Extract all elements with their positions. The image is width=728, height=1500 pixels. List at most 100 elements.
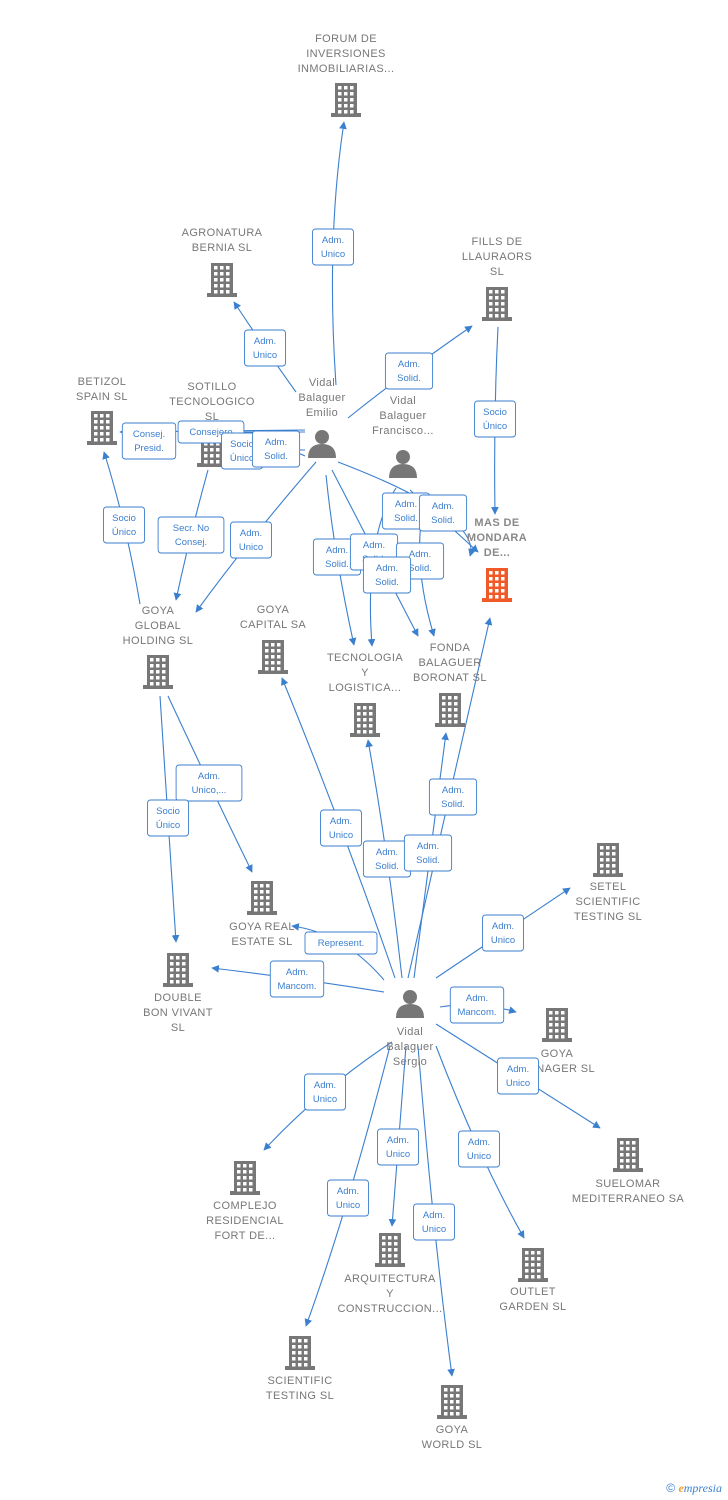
node-label-line: CAPITAL SA bbox=[240, 619, 307, 631]
node-label-line: GOYA bbox=[257, 604, 290, 616]
relation-labels-layer: Adm.UnicoAdm.UnicoAdm.Solid.SocioÚnicoCo… bbox=[103, 228, 539, 1241]
node-label-line: GOYA REAL bbox=[229, 921, 295, 933]
relation-label[interactable]: Adm.Unico,... bbox=[175, 764, 243, 802]
relation-label[interactable]: Adm.Solid. bbox=[362, 840, 412, 878]
relation-label-text: Mancom. bbox=[277, 981, 316, 992]
building-icon bbox=[285, 1336, 315, 1370]
node-label-line: Vidal bbox=[309, 377, 335, 389]
relation-label-text: Adm. bbox=[330, 816, 352, 827]
node-label-line: SETEL bbox=[590, 881, 627, 893]
relation-label-text: Adm. bbox=[376, 847, 398, 858]
node-label-line: Y bbox=[361, 667, 369, 679]
relation-label-text: Solid. bbox=[375, 577, 399, 588]
node-goya_world[interactable]: GOYA WORLD SL bbox=[422, 1385, 483, 1451]
relation-label-text: Adm. bbox=[466, 993, 488, 1004]
relation-label-text: Adm. bbox=[322, 235, 344, 246]
relation-label-text: Único bbox=[112, 527, 136, 538]
relation-label[interactable]: Adm.Solid. bbox=[251, 430, 301, 468]
relation-label-text: Adm. bbox=[492, 921, 514, 932]
relation-label[interactable]: Adm.Unico bbox=[413, 1203, 455, 1241]
relation-label-text: Adm. bbox=[409, 549, 431, 560]
node-label-line: WORLD SL bbox=[422, 1439, 483, 1451]
relation-label-text: Consejero bbox=[189, 427, 232, 438]
relation-label[interactable]: Consej.Presid. bbox=[121, 422, 177, 460]
node-outlet[interactable]: OUTLET GARDEN SL bbox=[499, 1248, 566, 1313]
relation-label-text: Adm. bbox=[254, 336, 276, 347]
node-tecnologia[interactable]: TECNOLOGIAYLOGISTICA... bbox=[327, 652, 403, 737]
relation-label[interactable]: Adm.Unico bbox=[312, 228, 354, 266]
node-label-line: BON VIVANT bbox=[143, 1007, 213, 1019]
relation-label[interactable]: Adm.Unico bbox=[244, 329, 286, 367]
relation-label-text: Adm. bbox=[363, 540, 385, 551]
relation-label-text: Único bbox=[483, 421, 507, 432]
relation-label[interactable]: Adm.Solid. bbox=[384, 352, 434, 390]
node-francisco[interactable]: VidalBalaguerFrancisco... bbox=[372, 395, 434, 478]
person-icon bbox=[396, 990, 424, 1018]
node-label-line: FORUM DE bbox=[315, 33, 377, 45]
relation-label-text: Unico bbox=[329, 830, 353, 841]
node-label-line: ARQUITECTURA bbox=[344, 1273, 436, 1285]
node-forum[interactable]: FORUM DEINVERSIONESINMOBILIARIAS... bbox=[298, 33, 395, 117]
node-label-line: OUTLET bbox=[510, 1286, 556, 1298]
relation-label[interactable]: Adm.Unico bbox=[497, 1057, 539, 1095]
relation-label[interactable]: Adm.Unico bbox=[482, 914, 524, 952]
node-mas[interactable]: MAS DEMONDARADE... bbox=[467, 517, 527, 602]
node-label-line: Vidal bbox=[390, 395, 416, 407]
node-label-line: DOUBLE bbox=[154, 992, 202, 1004]
relation-label-text: Adm. bbox=[468, 1137, 490, 1148]
node-label-line: TECNOLOGIA bbox=[327, 652, 403, 664]
relation-label-text: Secr. No bbox=[173, 523, 209, 534]
footer-brand[interactable]: © empresia bbox=[666, 1481, 722, 1496]
relation-label[interactable]: Adm. Unico bbox=[320, 809, 362, 847]
relation-label[interactable]: Adm. Unico bbox=[304, 1073, 346, 1111]
relation-label[interactable]: Adm.Unico bbox=[458, 1130, 500, 1168]
node-label-line: BETIZOL bbox=[78, 376, 127, 388]
relation-label[interactable]: Adm.Mancom. bbox=[449, 986, 505, 1024]
node-label-line: GOYA bbox=[436, 1424, 469, 1436]
node-label-line: SCIENTIFIC bbox=[267, 1375, 332, 1387]
node-label-line: GOYA bbox=[541, 1048, 574, 1060]
node-label-line: GARDEN SL bbox=[499, 1301, 566, 1313]
relation-label-text: Unico,... bbox=[192, 785, 227, 796]
relation-label[interactable]: Adm.Unico bbox=[230, 521, 272, 559]
relation-label-text: Socio bbox=[112, 513, 136, 524]
relation-label[interactable]: Adm.Solid. bbox=[381, 492, 431, 530]
building-icon bbox=[437, 1385, 467, 1419]
node-label-line: Vidal bbox=[397, 1026, 423, 1038]
relation-label-text: Solid. bbox=[441, 799, 465, 810]
node-label-line: MONDARA bbox=[467, 532, 527, 544]
relation-label[interactable]: Adm.Solid. bbox=[428, 778, 478, 816]
relation-label[interactable]: Adm.Unico bbox=[377, 1128, 419, 1166]
node-label-line: Francisco... bbox=[372, 425, 434, 437]
node-goya_capital[interactable]: GOYA CAPITAL SA bbox=[240, 604, 307, 674]
relation-label-text: Adm. bbox=[314, 1080, 336, 1091]
relation-label[interactable]: Adm.Solid. bbox=[362, 556, 412, 594]
relation-label[interactable]: Adm.Mancom. bbox=[269, 960, 325, 998]
relation-label-text: Solid. bbox=[325, 559, 349, 570]
relation-label-text: Consej. bbox=[133, 429, 165, 440]
relation-label[interactable]: Represent. bbox=[304, 931, 378, 955]
relation-label-text: Unico bbox=[313, 1094, 337, 1105]
relation-label[interactable]: Adm.Solid. bbox=[418, 494, 468, 532]
relation-label[interactable]: Adm.Solid. bbox=[403, 834, 453, 872]
relation-label[interactable]: Adm.Unico bbox=[327, 1179, 369, 1217]
node-arquitectura[interactable]: ARQUITECTURAYCONSTRUCCION... bbox=[338, 1233, 443, 1315]
